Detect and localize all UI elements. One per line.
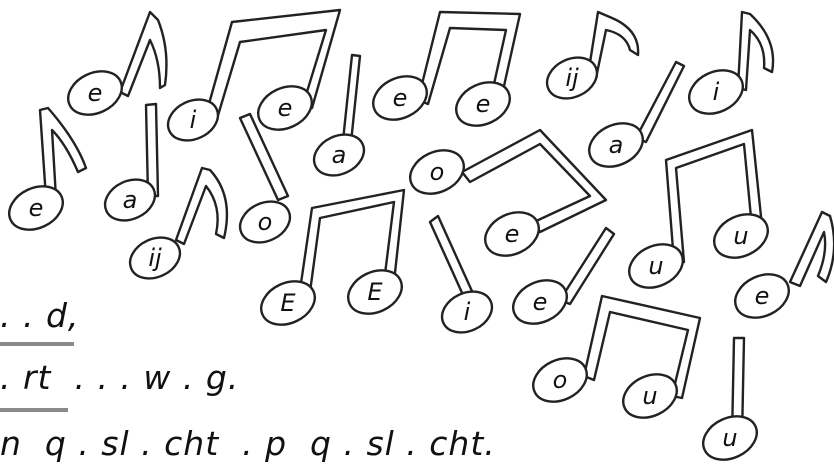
note-letter: i	[464, 298, 471, 326]
note-head: i	[688, 69, 744, 115]
note-head: e	[484, 211, 540, 257]
note-letter: e	[755, 282, 770, 310]
note-head: o	[409, 149, 465, 195]
note-head: e	[455, 81, 511, 127]
note-head: e	[67, 70, 123, 116]
flag-stem	[174, 166, 229, 246]
note-letter: e	[278, 94, 293, 122]
note-head: ij	[128, 236, 182, 280]
flag-stem	[586, 10, 640, 80]
note-head: e	[8, 185, 64, 231]
note-head: E	[347, 269, 403, 315]
text-line-2: . rt . . . w . g.	[0, 358, 240, 397]
note-head: o	[532, 357, 588, 403]
note-head: u	[713, 213, 769, 259]
note-head: u	[628, 243, 684, 289]
stem	[634, 60, 686, 144]
note-head: i	[440, 290, 494, 334]
note-letter: o	[430, 158, 445, 186]
note-letter: o	[258, 208, 273, 236]
note-head: u	[622, 373, 678, 419]
note-head: a	[588, 122, 644, 168]
note-head: E	[260, 280, 316, 326]
stem	[558, 226, 616, 306]
note-heads: e i e e e ij i a a e a o ij o e E E i e …	[8, 56, 790, 461]
note-letter: e	[533, 288, 548, 316]
note-letter: ij	[148, 244, 162, 272]
note-letter: u	[733, 222, 748, 250]
flag-stem	[788, 210, 834, 288]
note-letter: e	[393, 84, 408, 112]
flag-stem	[38, 106, 88, 200]
note-head: e	[512, 279, 568, 325]
note-letter: e	[88, 79, 103, 107]
note-letter: e	[29, 194, 44, 222]
stem	[238, 112, 290, 202]
text-line-3: n q . sl . cht . p q . sl . cht.	[0, 424, 496, 463]
note-letter: a	[123, 186, 138, 214]
underline-1	[0, 342, 74, 346]
note-letter: E	[280, 289, 296, 317]
note-letter: u	[722, 424, 737, 452]
note-head: a	[312, 133, 366, 177]
flag-stem	[736, 10, 775, 92]
note-letter: i	[190, 106, 197, 134]
note-letter: i	[713, 78, 720, 106]
underline-2	[0, 408, 68, 412]
note-head: e	[734, 273, 790, 319]
note-letter: e	[476, 90, 491, 118]
note-letter: E	[367, 278, 383, 306]
note-letter: ij	[565, 64, 579, 92]
note-head: ij	[545, 56, 599, 100]
note-letter: u	[642, 382, 657, 410]
note-head: e	[257, 85, 313, 131]
note-head: e	[372, 75, 428, 121]
text-line-1: . . d,	[0, 296, 80, 335]
note-head: u	[702, 415, 758, 461]
note-letter: e	[505, 220, 520, 248]
note-letter: a	[609, 131, 624, 159]
note-letter: a	[332, 141, 347, 169]
note-letter: o	[553, 366, 568, 394]
note-head: o	[238, 200, 292, 244]
flag-stem	[118, 10, 168, 98]
note-head: i	[166, 98, 220, 142]
note-letter: u	[648, 252, 663, 280]
note-head: a	[103, 178, 157, 222]
